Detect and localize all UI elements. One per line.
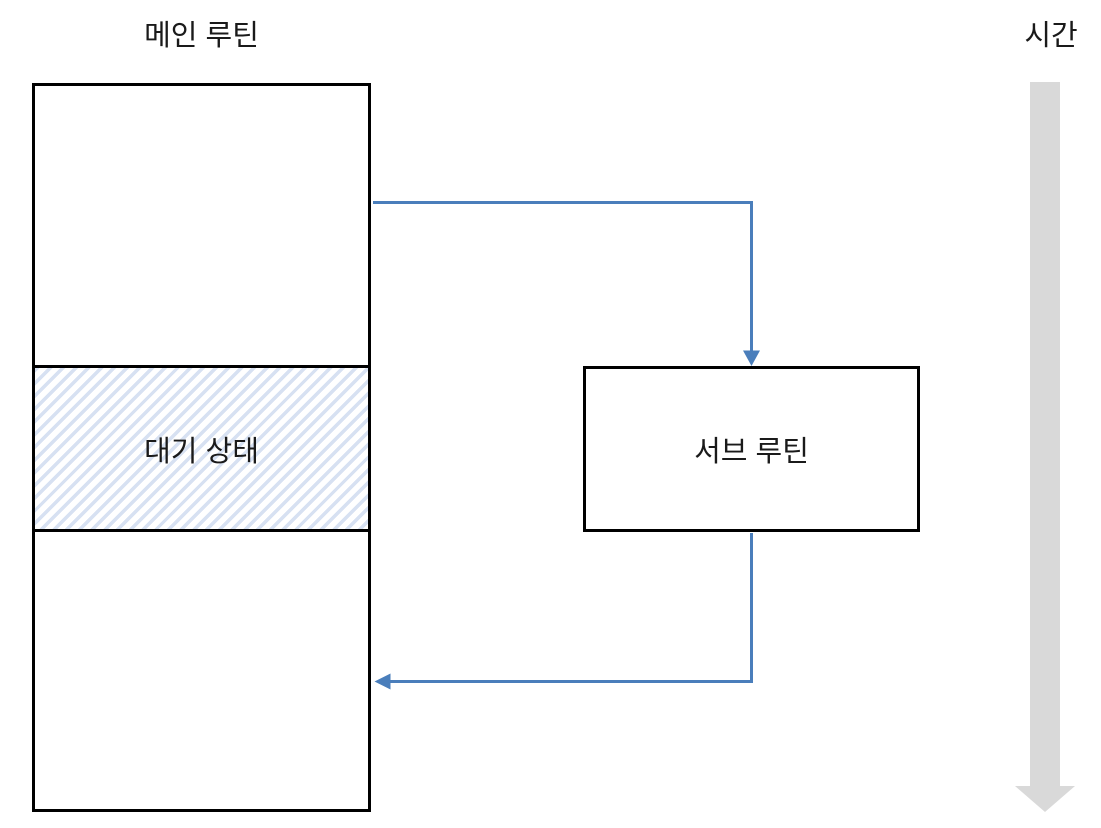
call-arrow-line [373, 201, 753, 351]
return-arrow-head-icon [374, 673, 391, 690]
main-routine-active-top-segment [35, 86, 368, 365]
waiting-state-section: 대기 상태 [35, 365, 368, 532]
main-routine-title: 메인 루틴 [144, 20, 259, 52]
subroutine-box: 서브 루틴 [583, 366, 920, 532]
call-arrow-head-icon [743, 350, 760, 366]
time-arrow [1015, 82, 1075, 812]
time-arrow-shaft [1030, 82, 1060, 786]
return-arrow [374, 533, 753, 690]
time-axis-label: 시간 [1024, 20, 1078, 52]
main-routine-active-bottom-segment [35, 532, 368, 809]
subroutine-label: 서브 루틴 [694, 436, 809, 468]
main-routine-box: 대기 상태 [32, 83, 371, 812]
return-arrow-line [390, 533, 753, 683]
waiting-state-label: 대기 상태 [144, 435, 259, 468]
call-arrow [373, 201, 760, 366]
time-arrow-head-icon [1015, 786, 1075, 812]
